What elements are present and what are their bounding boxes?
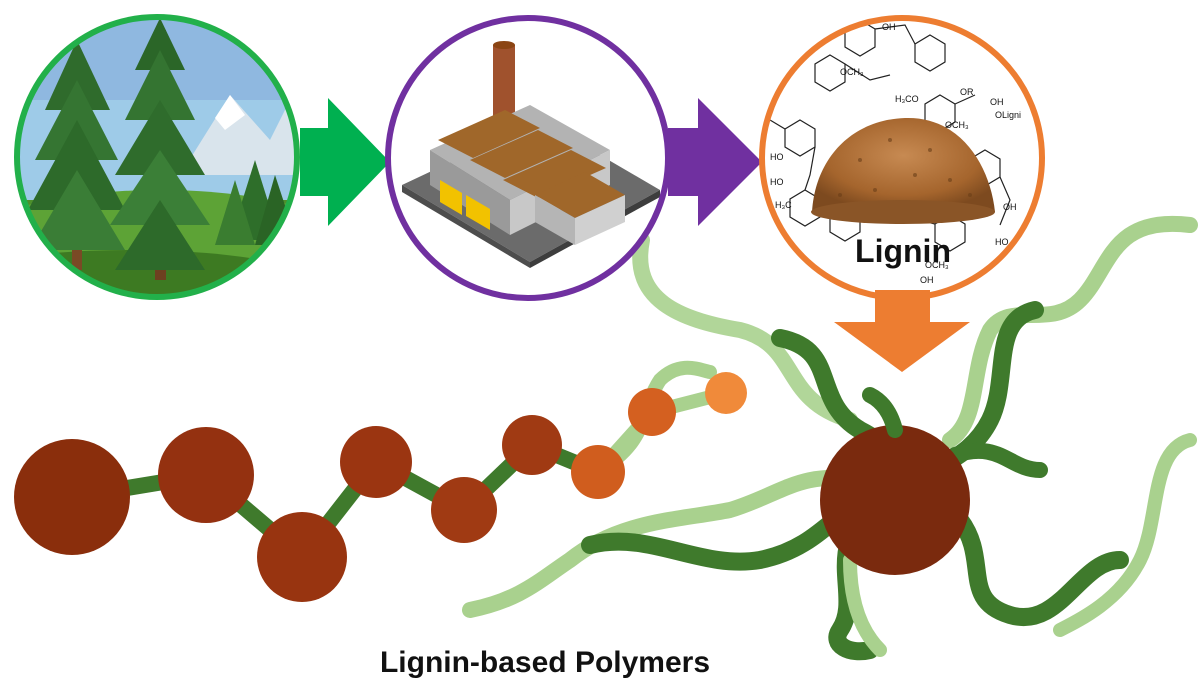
arrow-factory-to-lignin	[668, 98, 762, 226]
star-polymer-core-bead	[820, 425, 970, 575]
chain-bead-9	[705, 372, 747, 414]
arrow-lignin-to-polymers	[834, 290, 970, 372]
chem-label-10: OH	[1003, 202, 1017, 212]
light-strand-bottom-left	[462, 469, 868, 618]
chem-label-12: HO	[770, 177, 784, 187]
polymer-strands	[462, 215, 1198, 661]
forest-ring	[14, 14, 300, 300]
chem-label-11: OH	[920, 275, 934, 285]
light-strand-down	[843, 553, 887, 657]
arrow-forest-to-factory	[300, 98, 390, 226]
chem-label-1: OH	[882, 22, 896, 32]
lignin-structure-icon: OH OCH₃ H₃CO OR OLigni HO OH OCH₃ H₃C OH…	[769, 19, 1021, 285]
chain-bead-4	[340, 426, 412, 498]
light-strand-right-bottom	[1053, 433, 1197, 637]
chem-label-13: OCH₃	[925, 260, 949, 270]
star-lignin-polymer-icon	[862, 387, 903, 438]
lignin-step: OH OCH₃ H₃CO OR OLigni HO OH OCH₃ H₃C OH…	[759, 15, 1045, 301]
chain-bead-1	[14, 439, 130, 555]
chem-label-5: OLigni	[995, 110, 1021, 120]
chem-label-2: OCH₃	[840, 67, 864, 77]
lignin-powder-icon	[811, 117, 995, 224]
chem-label-6: HO	[770, 152, 784, 162]
chem-label-7: OH	[990, 97, 1004, 107]
chain-bead-3	[257, 512, 347, 602]
dark-strand-right-bottom	[951, 511, 1129, 627]
light-strand-top	[632, 232, 858, 428]
product-title: Lignin-based Polymers	[380, 646, 710, 679]
chem-label-9: H₃C	[775, 200, 792, 210]
chem-label-14: HO	[995, 237, 1009, 247]
chem-label-8: OCH₃	[945, 120, 969, 130]
factory-icon	[402, 41, 660, 268]
chain-bead-5	[431, 477, 497, 543]
chem-label-4: OR	[960, 87, 974, 97]
dark-strand-left-core	[947, 442, 1048, 478]
chain-bead-7	[571, 445, 625, 499]
chain-bead-2	[158, 427, 254, 523]
factory-step	[385, 15, 671, 301]
chain-bead-6	[502, 415, 562, 475]
chem-label-3: H₃CO	[895, 94, 919, 104]
linear-lignin-polymer-icon	[14, 360, 747, 602]
chain-bead-8	[628, 388, 676, 436]
lignin-label: Lignin	[855, 233, 951, 269]
